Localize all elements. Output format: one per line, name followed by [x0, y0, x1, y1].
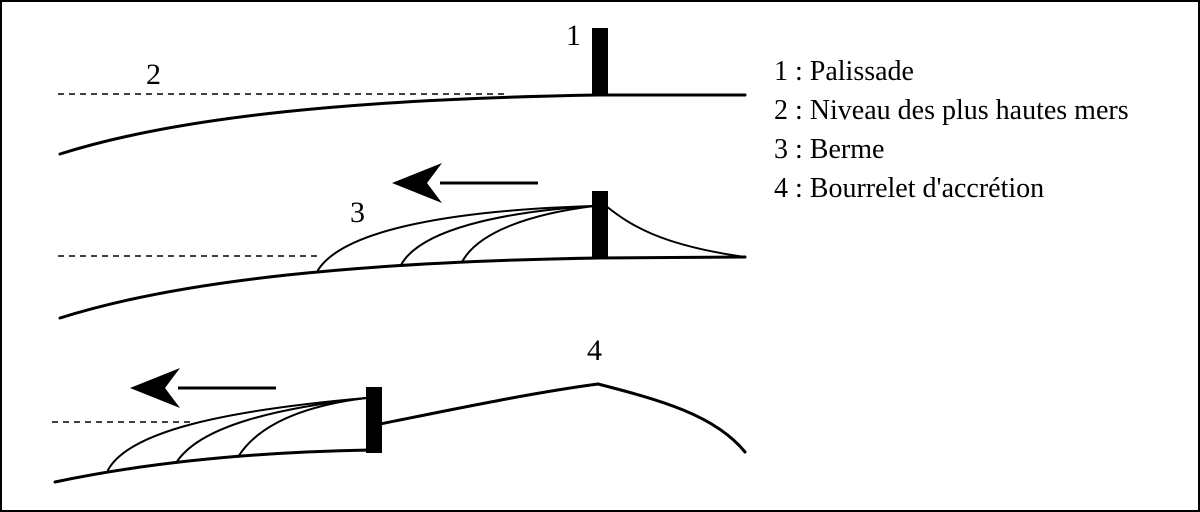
beach-profile-3: [53, 448, 372, 484]
legend-item-high-water: 2 : Niveau des plus hautes mers: [774, 95, 1129, 126]
legend: 1 : Palissade 2 : Niveau des plus hautes…: [774, 52, 1129, 208]
berm-ridge-2b: [400, 205, 595, 266]
palisade-post-3: [366, 387, 382, 453]
profile-2: 3: [58, 163, 747, 320]
beach-profile-1: [58, 93, 747, 156]
label-accretion: 4: [587, 334, 602, 367]
left-arrow-icon: [392, 163, 442, 203]
label-berm: 3: [350, 196, 365, 229]
legend-item-palisade: 1 : Palissade: [774, 56, 914, 87]
berm-ridge-3b: [175, 397, 367, 464]
berm-ridge-2a: [317, 205, 595, 271]
profile-3: 4: [52, 334, 747, 484]
profile-1: 1 2: [58, 19, 747, 156]
label-palisade: 1: [566, 19, 581, 52]
berm-ridge-2c: [461, 205, 595, 263]
palisade-post-1: [592, 28, 608, 95]
legend-item-berm: 3 : Berme: [774, 134, 885, 165]
legend-item-accretion: 4 : Bourrelet d'accrétion: [774, 173, 1045, 204]
dune-slope-2: [605, 205, 746, 258]
berm-ridge-3c: [237, 397, 367, 458]
accretion-ridge: [378, 382, 747, 454]
palisade-post-2: [592, 191, 608, 258]
label-high-water: 2: [146, 58, 161, 91]
berm-ridge-3a: [107, 397, 367, 471]
beach-profile-2: [58, 255, 747, 320]
left-arrow-icon: [130, 368, 180, 408]
